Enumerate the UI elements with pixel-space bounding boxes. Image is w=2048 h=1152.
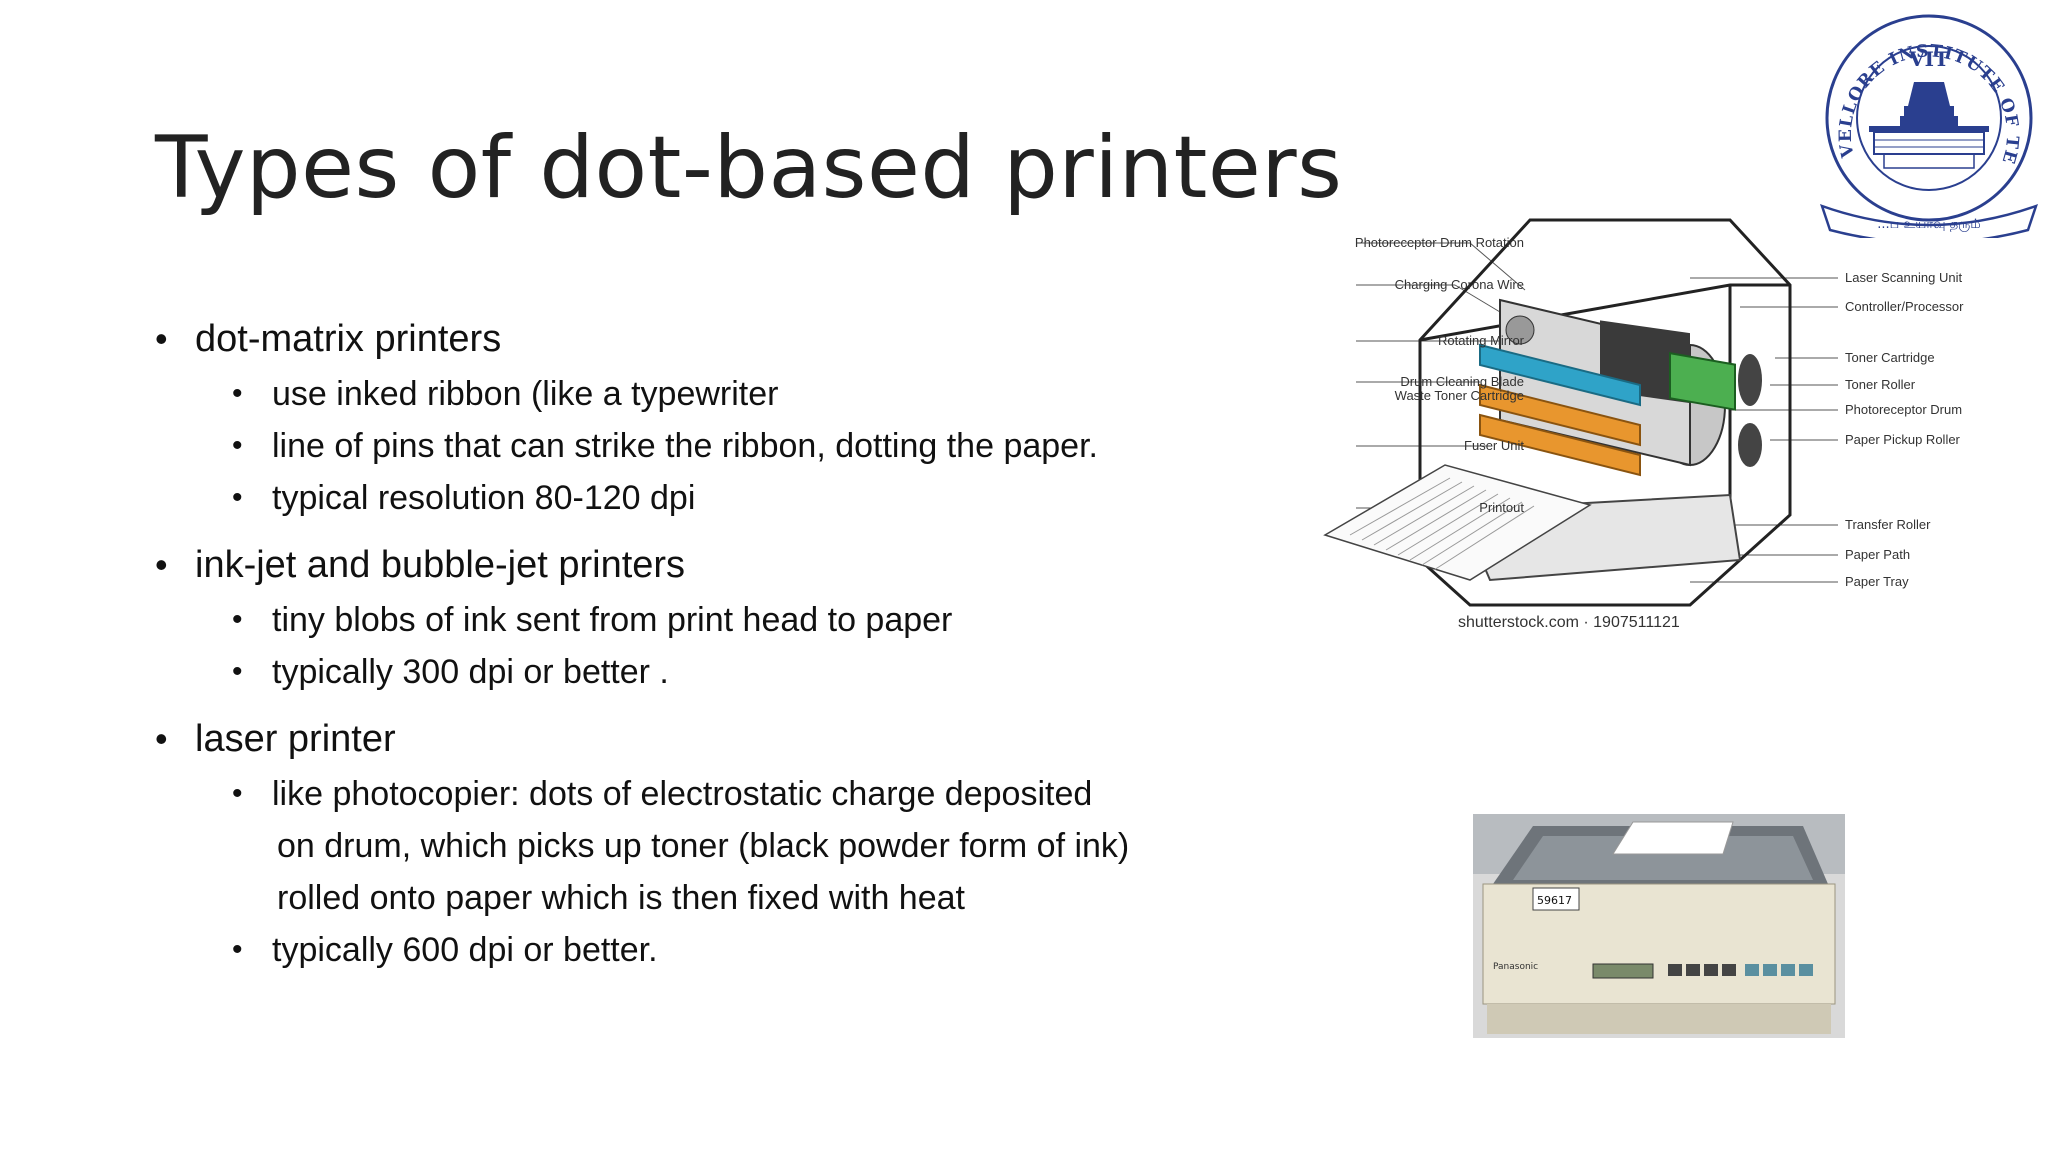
vit-logo: VELLORE INSTITUTE OF TECHNOLOGY VIT ...ப… (1814, 6, 2038, 238)
sub-bullet: typically 300 dpi or better . (232, 646, 1215, 698)
diagram-label: Laser Scanning Unit (1845, 270, 1963, 285)
slide-title: Types of dot-based printers (155, 118, 1343, 218)
diagram-label: Toner Roller (1845, 377, 1916, 392)
sub-bullet-continuation: rolled onto paper which is then fixed wi… (277, 879, 965, 917)
bullet-heading: laser printer (155, 710, 1215, 768)
bullet-list: dot-matrix printers use inked ribbon (li… (155, 310, 1215, 988)
diagram-label: Photoreceptor Drum (1845, 402, 1963, 417)
photo-brand: Panasonic (1493, 962, 1538, 972)
sub-bullet: line of pins that can strike the ribbon,… (232, 420, 1215, 472)
bullet-heading: ink-jet and bubble-jet printers (155, 536, 1215, 594)
sub-bullet-continuation: on drum, which picks up toner (black pow… (277, 827, 1130, 865)
dot-matrix-printer-photo: 59617 Panasonic (1473, 814, 1845, 1038)
diagram-label: Toner Cartridge (1845, 350, 1935, 365)
sub-bullet: typical resolution 80-120 dpi (232, 472, 1215, 524)
sub-bullet: use inked ribbon (like a typewriter (232, 368, 1215, 420)
bullet-group: ink-jet and bubble-jet printers tiny blo… (155, 536, 1215, 698)
logo-ribbon-text: ...ப உயர்வு தரும் (1877, 217, 1981, 232)
diagram-label: Paper Pickup Roller (1845, 432, 1960, 447)
diagram-label: Drum Cleaning Blade (1400, 374, 1524, 389)
diagram-label: Rotating Mirror (1438, 333, 1524, 348)
diagram-label: Paper Path (1845, 547, 1911, 562)
sub-bullet: tiny blobs of ink sent from print head t… (232, 594, 1215, 646)
logo-abbrev: VIT (1908, 47, 1949, 71)
diagram-label: Charging Corona Wire (1394, 277, 1524, 292)
diagram-label: Printout (1479, 500, 1524, 515)
photo-tag: 59617 (1537, 894, 1572, 907)
sub-bullet: like photocopier: dots of electrostatic … (232, 768, 1215, 820)
printer-illustration (1323, 218, 1838, 607)
sub-bullet: typically 600 dpi or better. (232, 924, 1215, 976)
diagram-label: Waste Toner Cartridge (1394, 388, 1524, 403)
bullet-heading: dot-matrix printers (155, 310, 1215, 368)
bullet-group: dot-matrix printers use inked ribbon (li… (155, 310, 1215, 524)
diagram-label: Transfer Roller (1845, 517, 1931, 532)
temple-icon (1869, 82, 1989, 169)
diagram-label: Fuser Unit (1464, 438, 1524, 453)
diagram-label: Paper Tray (1845, 574, 1909, 589)
diagram-label: Controller/Processor (1845, 299, 1964, 314)
bullet-group: laser printer like photocopier: dots of … (155, 710, 1215, 976)
printer-photo-illustration: 59617 Panasonic (1473, 814, 1845, 1038)
laser-printer-diagram: Photoreceptor Drum Rotation Charging Cor… (1170, 210, 1980, 640)
image-credit: shutterstock.com · 1907511121 (1458, 614, 1680, 631)
diagram-label: Photoreceptor Drum Rotation (1354, 235, 1524, 250)
